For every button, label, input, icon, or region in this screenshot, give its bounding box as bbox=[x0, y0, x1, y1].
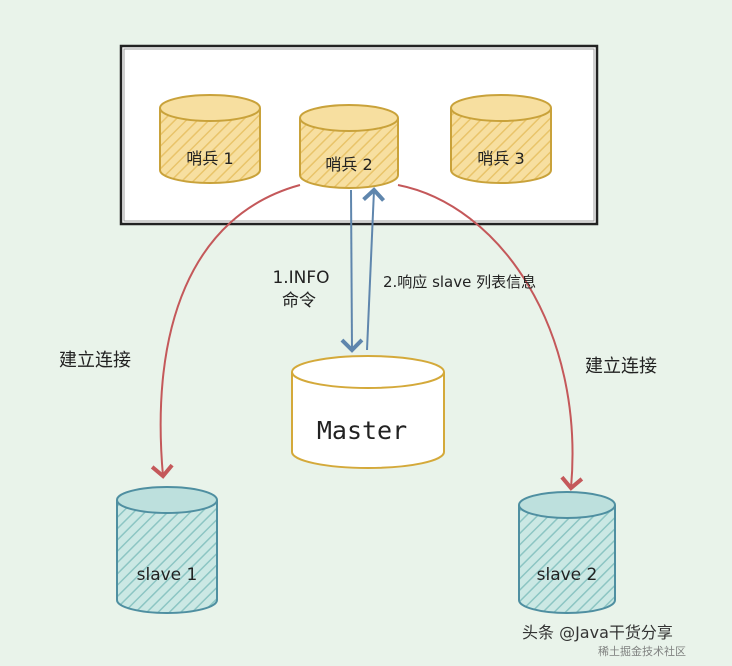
connect-arrow-left bbox=[150, 184, 301, 479]
sentinel-2: 哨兵 2 bbox=[299, 104, 399, 189]
info-command-arrow bbox=[340, 189, 364, 353]
info-command-label-line2: 命令 bbox=[282, 291, 316, 311]
master-label: Master bbox=[317, 416, 407, 445]
watermark-line2: 稀土掘金技术社区 bbox=[598, 644, 686, 658]
sentinel-2-label: 哨兵 2 bbox=[325, 155, 372, 174]
watermark-line1: 头条 @Java干货分享 bbox=[522, 623, 673, 642]
slave-2: slave 2 bbox=[518, 491, 616, 614]
slave-1: slave 1 bbox=[116, 486, 218, 614]
connect-arrow-right bbox=[397, 184, 584, 491]
sentinel-3: 哨兵 3 bbox=[450, 94, 552, 184]
sentinel-1-label: 哨兵 1 bbox=[186, 149, 233, 168]
info-command-label-line1: 1.INFO bbox=[272, 268, 329, 288]
master-node: Master bbox=[291, 355, 445, 469]
sentinel-1: 哨兵 1 bbox=[159, 94, 261, 184]
slave-2-label: slave 2 bbox=[537, 565, 598, 585]
connect-label-right: 建立连接 bbox=[585, 356, 657, 377]
response-arrow bbox=[362, 187, 386, 351]
response-label: 2.响应 slave 列表信息 bbox=[383, 273, 536, 291]
connect-label-left: 建立连接 bbox=[59, 350, 131, 371]
slave-1-label: slave 1 bbox=[137, 565, 198, 585]
sentinel-3-label: 哨兵 3 bbox=[477, 149, 524, 168]
